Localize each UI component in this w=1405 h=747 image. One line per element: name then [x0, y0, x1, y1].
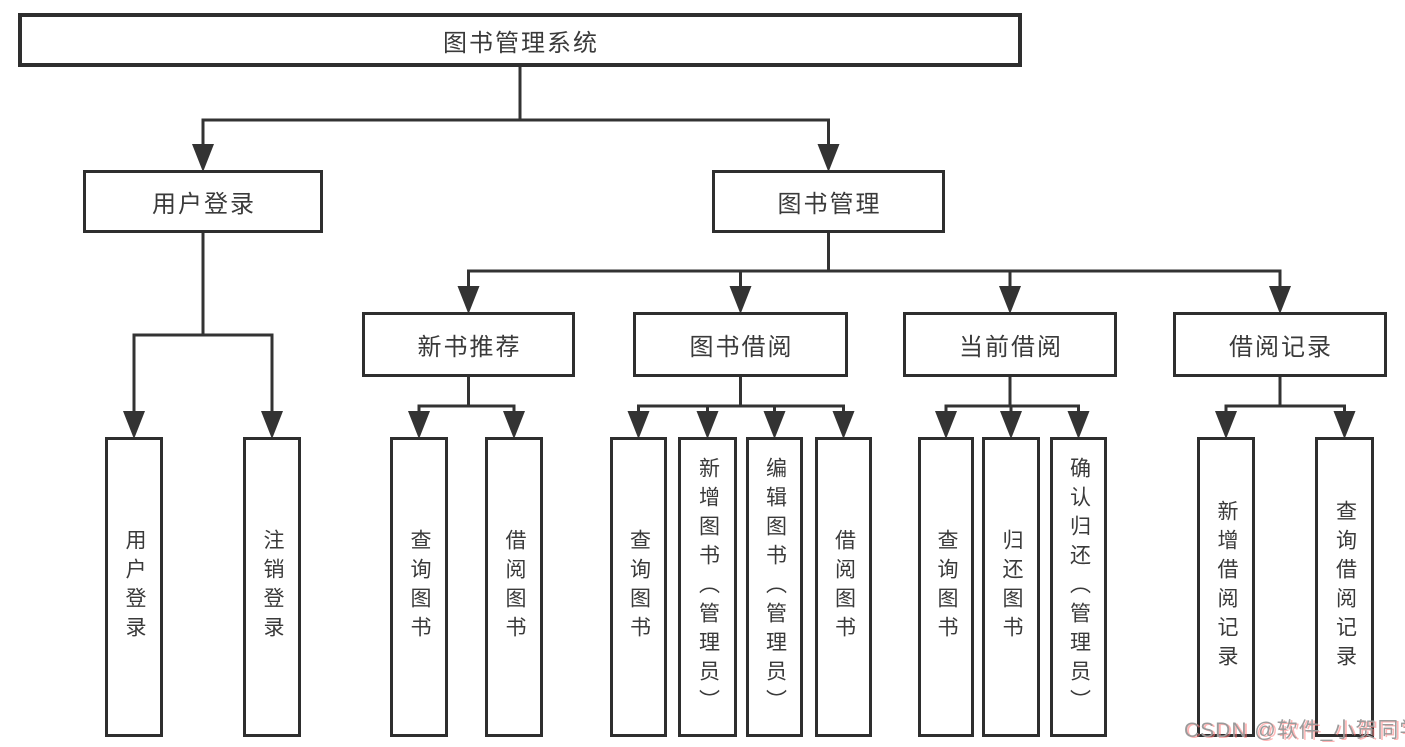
- node-label: 图书管理系统: [443, 29, 599, 57]
- arrowhead-icon: [1333, 411, 1356, 439]
- arrowhead-icon: [1067, 411, 1090, 439]
- arrowhead-icon: [763, 411, 786, 439]
- arrowhead-icon: [192, 144, 214, 172]
- diagram-node-new-book-rec: 新书推荐: [362, 312, 575, 377]
- connector-user-login-group: [132, 231, 274, 415]
- node-label: 确认归还（管理员）: [1067, 456, 1091, 718]
- connector-borrow-records: [1224, 375, 1346, 415]
- node-label: 当前借阅: [959, 334, 1063, 361]
- diagram-node-current-borrow: 当前借阅: [903, 312, 1117, 377]
- arrowhead-icon: [935, 411, 957, 439]
- csdn-watermark: CSDN @软件_小贺同学: [1184, 719, 1405, 742]
- arrowhead-icon: [1269, 286, 1291, 314]
- diagram-node-query-book-current: 查询图书: [918, 437, 974, 737]
- arrowhead-icon: [696, 411, 719, 439]
- node-label: 查询图书: [627, 529, 651, 645]
- diagram-node-query-borrow-record: 查询借阅记录: [1315, 437, 1374, 737]
- diagram-node-user-login-group: 用户登录: [83, 170, 323, 233]
- diagram-node-borrow-book-borrow: 借阅图书: [815, 437, 872, 737]
- node-label: 新书推荐: [417, 334, 522, 361]
- arrowhead-icon: [832, 411, 855, 439]
- connector-book-mgmt: [467, 231, 1282, 290]
- diagram-node-query-book-borrow: 查询图书: [610, 437, 667, 737]
- arrowhead-icon: [123, 411, 145, 439]
- diagram-node-add-book: 新增图书（管理员）: [678, 437, 737, 737]
- arrowhead-icon: [1000, 411, 1022, 439]
- node-label: 用户登录: [152, 191, 256, 218]
- node-label: 注销登录: [261, 529, 284, 645]
- arrowhead-icon: [1215, 411, 1237, 439]
- arrowhead-icon: [999, 286, 1021, 314]
- arrowhead-icon: [408, 411, 430, 439]
- node-label: 归还图书: [1000, 529, 1023, 645]
- arrowhead-icon: [729, 286, 752, 314]
- arrowhead-icon: [261, 411, 283, 439]
- diagram-node-logout: 注销登录: [243, 437, 301, 737]
- connector-book-borrow: [637, 375, 845, 415]
- connector-root: [201, 65, 830, 148]
- diagram-node-book-borrow: 图书借阅: [633, 312, 848, 377]
- arrowhead-icon: [457, 286, 480, 314]
- node-label: 新增借阅记录: [1215, 500, 1238, 674]
- node-label: 图书借阅: [689, 334, 794, 361]
- arrowhead-icon: [503, 411, 525, 439]
- arrowhead-icon: [627, 411, 650, 439]
- node-label: 新增图书（管理员）: [696, 456, 720, 718]
- diagram-node-borrow-records: 借阅记录: [1173, 312, 1387, 377]
- diagram-node-root: 图书管理系统: [18, 13, 1022, 67]
- diagram-node-edit-book: 编辑图书（管理员）: [746, 437, 803, 737]
- connector-new-book-rec: [417, 375, 516, 415]
- node-label: 查询借阅记录: [1333, 500, 1357, 674]
- diagram-node-confirm-return: 确认归还（管理员）: [1050, 437, 1107, 737]
- node-label: 编辑图书（管理员）: [763, 456, 787, 718]
- arrowhead-icon: [817, 144, 840, 172]
- diagram-node-borrow-book-rec: 借阅图书: [485, 437, 543, 737]
- node-label: 借阅图书: [503, 529, 526, 645]
- diagram-node-add-borrow-record: 新增借阅记录: [1197, 437, 1255, 737]
- node-label: 借阅图书: [832, 529, 856, 645]
- node-label: 借阅记录: [1229, 334, 1333, 361]
- node-label: 用户登录: [123, 529, 146, 645]
- node-label: 查询图书: [408, 529, 431, 645]
- diagram-node-return-book: 归还图书: [982, 437, 1040, 737]
- connector-current-borrow: [944, 375, 1080, 415]
- node-label: 图书管理: [777, 191, 882, 218]
- node-label: 查询图书: [935, 529, 958, 645]
- diagram-node-query-book-rec: 查询图书: [390, 437, 448, 737]
- diagram-node-book-mgmt: 图书管理: [712, 170, 945, 233]
- diagram-node-user-login: 用户登录: [105, 437, 163, 737]
